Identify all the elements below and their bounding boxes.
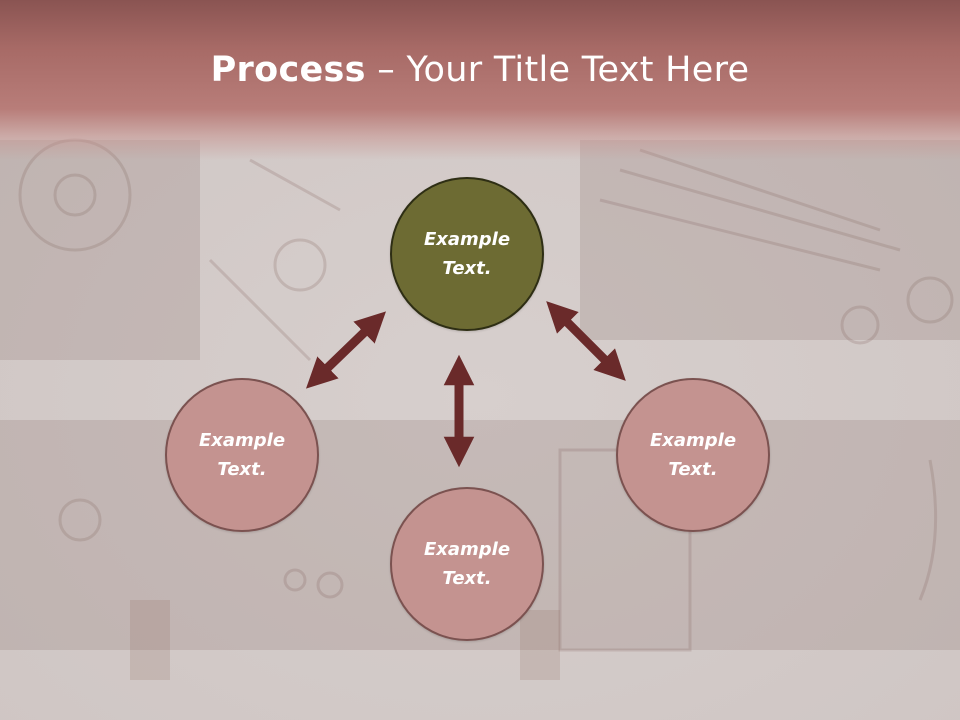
title-band [0,0,960,160]
node-right: Example Text. [616,378,770,532]
double-arrow-left [305,311,387,389]
slide-title: Process – Your Title Text Here [0,50,960,90]
title-bold-text: Process [210,50,366,90]
node-left: Example Text. [165,378,319,532]
node-top-text: Example Text. [423,229,511,279]
node-right-text: Example Text. [649,430,737,480]
node-bottom: Example Text. [390,487,544,641]
title-rest-text: – Your Title Text Here [365,50,750,90]
node-bottom-text: Example Text. [423,539,511,589]
double-arrow-right [546,301,626,381]
node-left-text: Example Text. [198,430,286,480]
node-top: Example Text. [390,177,544,331]
